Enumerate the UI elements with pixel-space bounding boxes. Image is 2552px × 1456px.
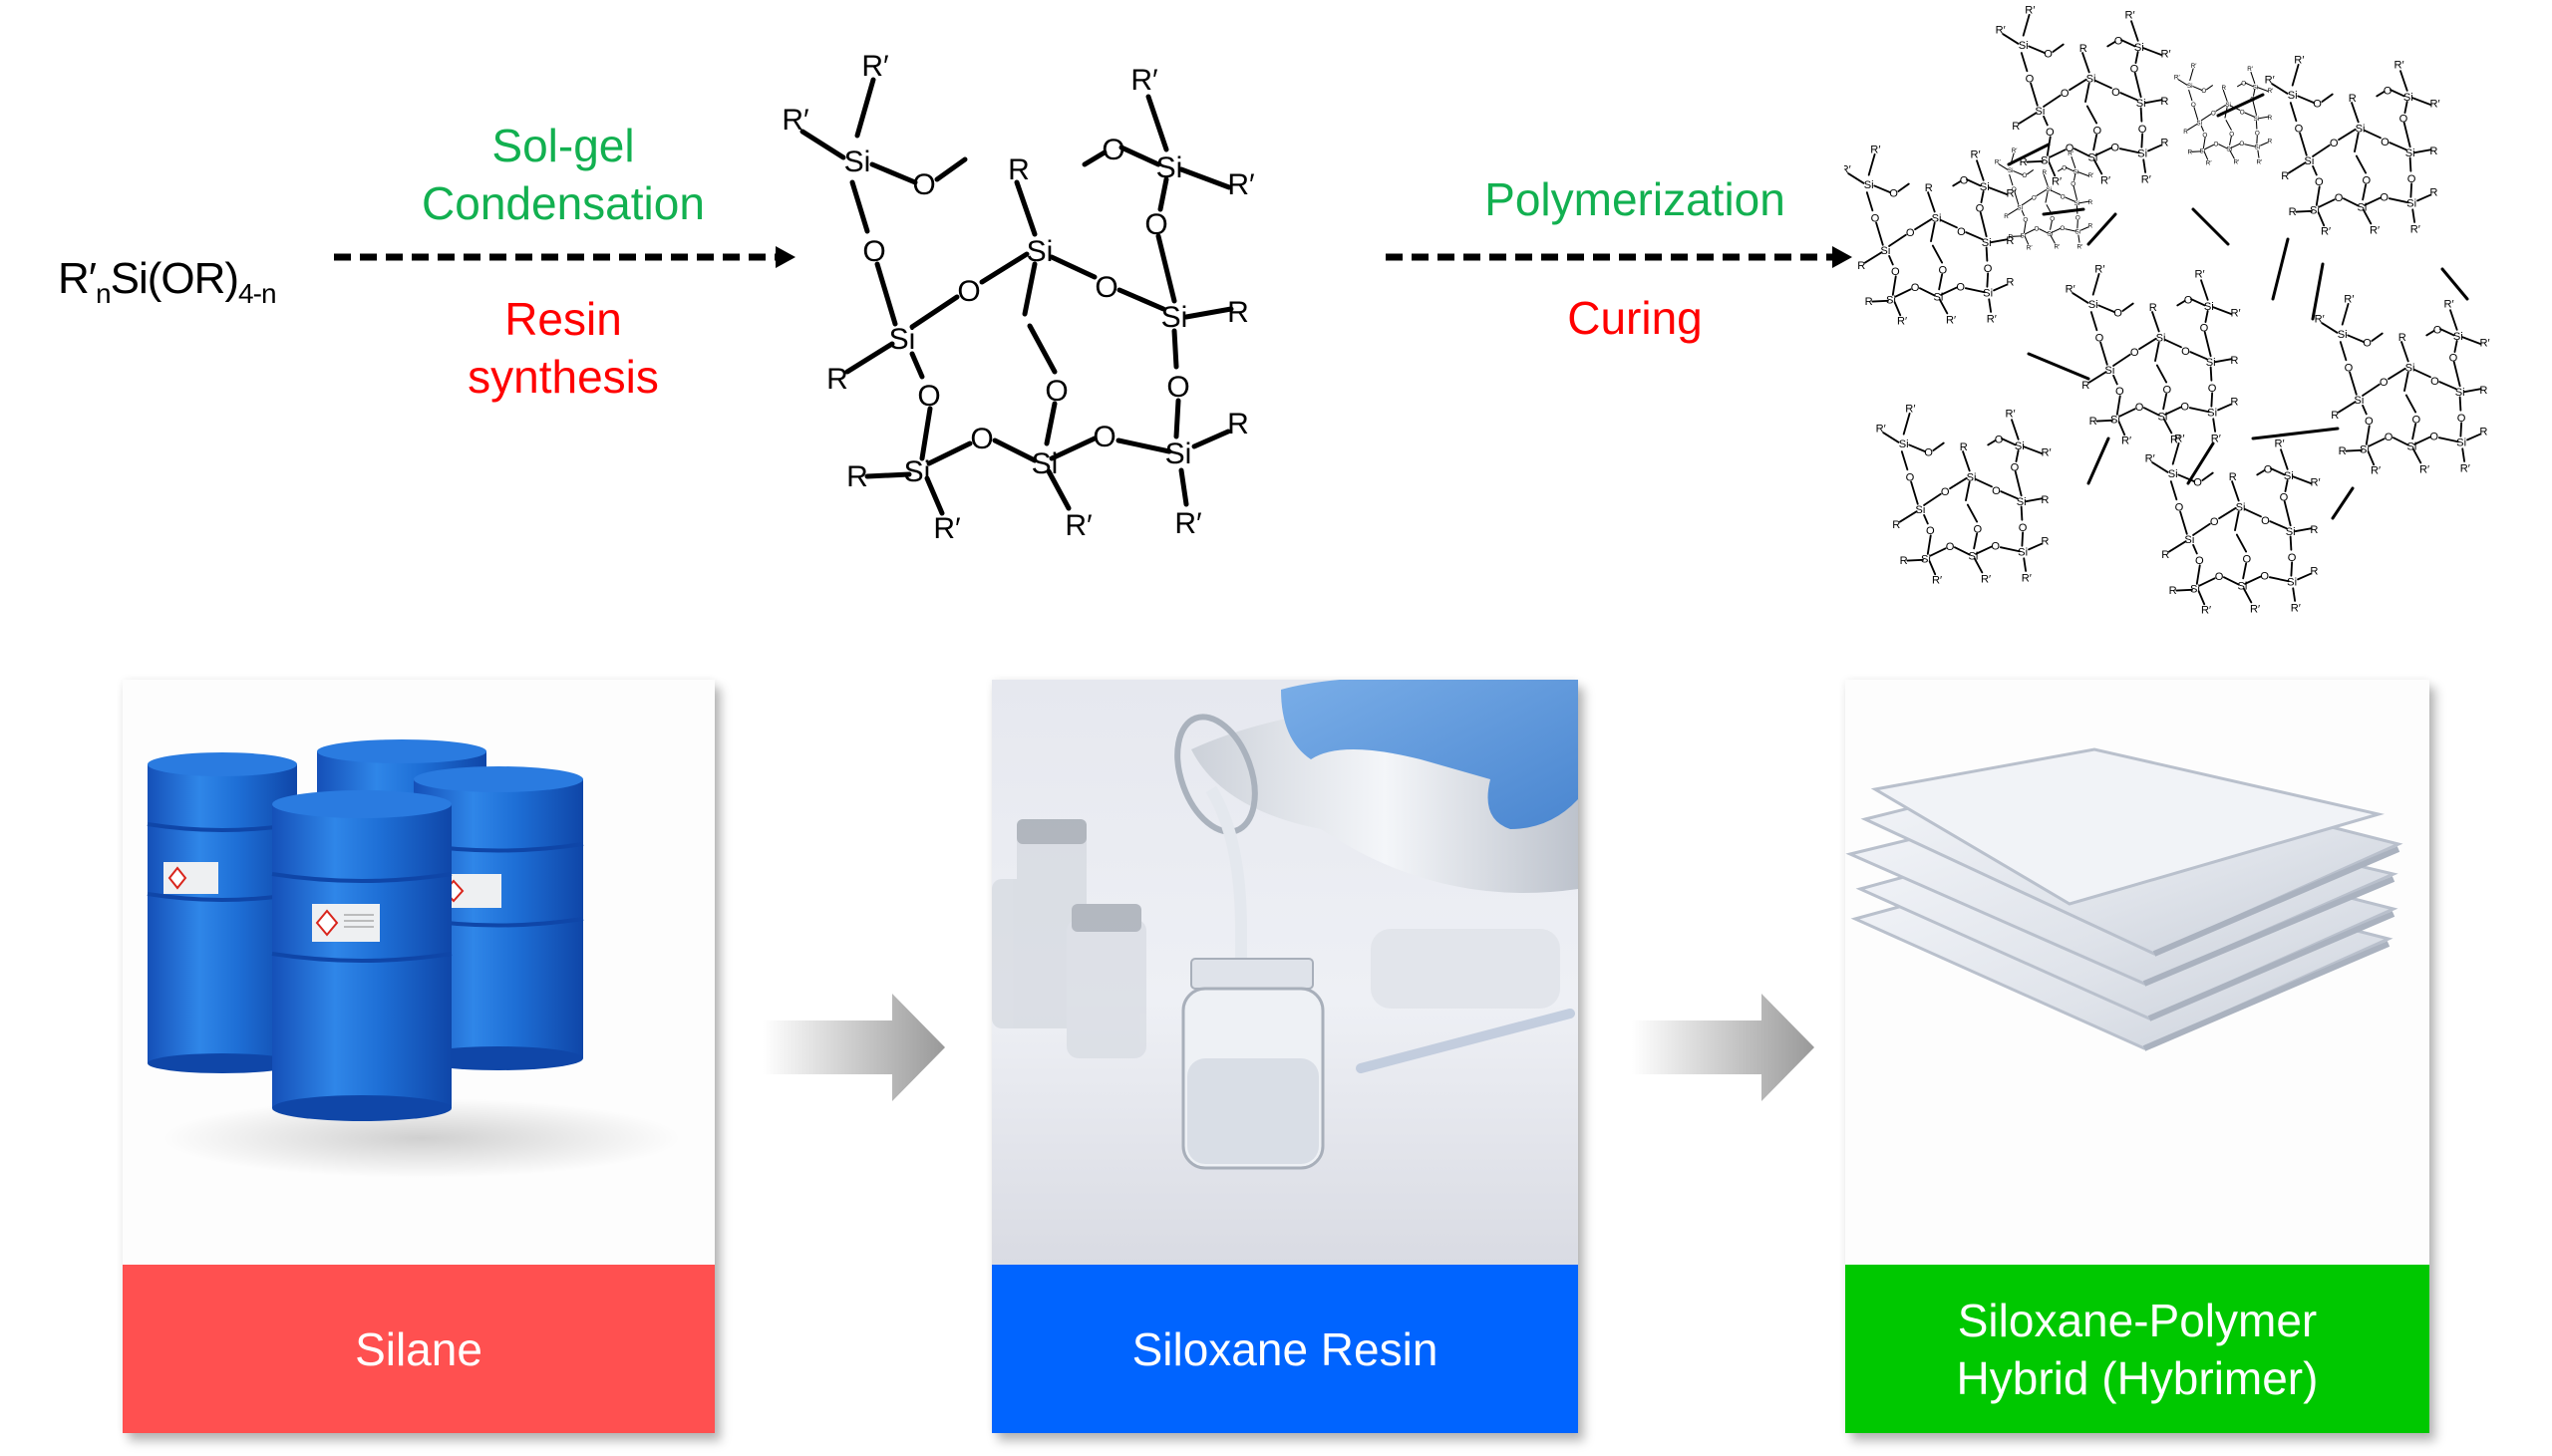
formula-r-prime: R′ xyxy=(58,254,97,303)
formula-si-or: Si(OR) xyxy=(110,254,239,303)
arrow-right-icon xyxy=(763,994,945,1101)
network-units xyxy=(1844,3,2491,618)
background-vials xyxy=(992,819,1575,1073)
gloved-hand xyxy=(1281,680,1578,829)
step2-bottom-label: Curing xyxy=(1567,292,1703,344)
card-label-band: Siloxane Resin xyxy=(992,1265,1578,1433)
drum-front xyxy=(271,790,453,1121)
transparent-plates-image xyxy=(1845,680,2429,1265)
card-label: Siloxane-Polymer Hybrid (Hybrimer) xyxy=(1956,1294,2319,1404)
step1-bottom-label: Resin synthesis xyxy=(468,293,659,403)
dashed-arrow-step1 xyxy=(334,246,796,268)
precursor-formula: R′nSi(OR)4-n xyxy=(58,254,277,310)
arrow-right-icon xyxy=(1632,994,1814,1101)
step2-top-label: Polymerization xyxy=(1484,173,1785,225)
card-label: Silane xyxy=(355,1322,482,1375)
liquid-stream xyxy=(1205,785,1247,1009)
card-label-band: Siloxane-Polymer Hybrid (Hybrimer) xyxy=(1845,1265,2429,1433)
ghs-corrosive-icon xyxy=(315,909,339,937)
network-crosslinks xyxy=(2007,93,2469,520)
card-silane: Silane xyxy=(123,680,715,1433)
plate-stack xyxy=(1845,747,2403,1050)
card-hybrimer: Siloxane-Polymer Hybrid (Hybrimer) xyxy=(1845,680,2429,1433)
dashed-arrow-step2 xyxy=(1386,246,1852,268)
receiving-vial xyxy=(1181,958,1325,1170)
pouring-liquid-image xyxy=(992,680,1578,1265)
formula-subscript-4-n: 4-n xyxy=(238,278,276,309)
card-label-band: Silane xyxy=(123,1265,715,1433)
card-siloxane-resin: Siloxane Resin xyxy=(992,680,1578,1433)
step1-top-label: Sol-gel Condensation xyxy=(422,120,705,229)
formula-subscript-n: n xyxy=(96,278,112,309)
plate-edges xyxy=(2142,846,2400,1051)
crosslinked-network-structure xyxy=(1844,3,2491,618)
card-label: Siloxane Resin xyxy=(1131,1322,1438,1375)
drums-image xyxy=(123,680,715,1265)
ghs-corrosive-icon xyxy=(167,866,187,890)
siloxane-resin-structure xyxy=(778,40,1396,558)
